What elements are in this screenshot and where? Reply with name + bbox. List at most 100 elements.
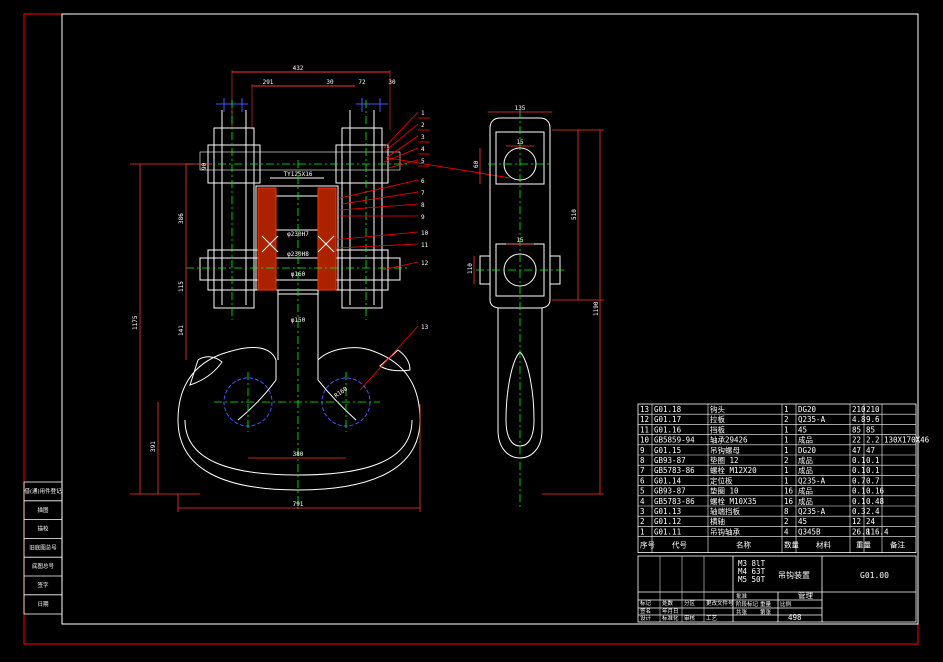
bom-weight-unit: 0.7 (852, 476, 866, 485)
bom-weight-total: 0.1 (866, 466, 880, 475)
bom-code: G01.17 (654, 415, 681, 424)
title-block-label-3: 更改文件号 (706, 599, 734, 607)
title-block-label-7: 标准化 (662, 614, 679, 622)
bom-no: 3 (640, 507, 645, 516)
side-dim-inner1: 15 (516, 139, 524, 146)
balloon-5: 5 (421, 158, 425, 165)
bom-qty: 16 (784, 497, 794, 506)
bom-qty: 2 (784, 456, 789, 465)
bom-qty: 1 (784, 446, 789, 455)
balloon-11: 11 (421, 242, 429, 249)
side-panel-3: 旧底图总号 (29, 543, 57, 551)
bom-header-material: 材料 (816, 540, 831, 550)
balloon-2: 2 (421, 122, 425, 129)
bom-qty: 16 (784, 487, 794, 496)
bom-material: Q345B (798, 527, 821, 536)
bom-qty: 8 (784, 507, 789, 516)
bom-no: 6 (640, 476, 645, 485)
bom-no: 5 (640, 487, 645, 496)
title-block (637, 555, 917, 623)
bom-weight-total: 210 (866, 405, 880, 414)
title-block-label-1: 处数 (662, 599, 674, 607)
dim-left-small: 115 (178, 281, 185, 292)
bom-material: 成品 (798, 435, 813, 445)
bom-name: 拉板 (710, 414, 725, 424)
balloon-13: 13 (421, 324, 429, 331)
balloon-4: 4 (421, 146, 425, 153)
bom-name: 轴承29426 (710, 435, 748, 445)
bom-weight-unit: 12 (852, 517, 861, 526)
bom-weight-unit: 210 (852, 405, 866, 414)
bom-table (637, 403, 917, 554)
bom-no: 7 (640, 466, 645, 475)
bom-weight-total: 0.7 (866, 476, 880, 485)
bom-weight-unit: 0.1 (852, 497, 866, 506)
bom-material: 成品 (798, 455, 813, 465)
side-panel-1: 描图 (37, 506, 49, 514)
bom-weight-total: 2.4 (866, 507, 880, 516)
bom-no: 9 (640, 446, 645, 455)
balloon-6: 6 (421, 178, 425, 185)
title-block-label-9: 工艺 (706, 615, 718, 622)
bom-weight-total: 0.48 (866, 497, 885, 506)
bom-header-qty: 数量 (784, 540, 799, 550)
bom-name: 定位板 (710, 475, 733, 485)
bom-material: DG20 (798, 446, 817, 455)
bom-weight-unit: 85 (852, 425, 861, 434)
bom-name: 垫圈 10 (710, 486, 739, 496)
bom-name: 垫圈 12 (710, 455, 739, 465)
side-panel-4: 底图总号 (32, 562, 55, 570)
bom-name: 轴端挡板 (710, 506, 740, 516)
bom-code: GB5859-94 (654, 436, 695, 445)
bom-code: G01.13 (654, 507, 681, 516)
side-dim-right1: 510 (571, 209, 578, 220)
bom-code: G01.12 (654, 517, 681, 526)
bom-code: GB5783-86 (654, 466, 695, 475)
title-block-label-6: 设计 (640, 614, 652, 622)
bom-header-code: 代号 (672, 540, 687, 550)
balloon-1: 1 (421, 110, 425, 117)
title-block-label-0: 标记 (640, 599, 652, 607)
side-panel-0: 借(通)用件登记 (24, 487, 62, 495)
load-option-0: M3 8lT (738, 559, 766, 568)
dim-left-hook: 391 (150, 441, 157, 452)
bom-name: 螺栓 M10X35 (710, 496, 757, 506)
bom-material: DG20 (798, 405, 817, 414)
bom-code: G01.15 (654, 446, 681, 455)
bom-material: Q235-A (798, 476, 826, 485)
bom-code: G01.16 (654, 425, 682, 434)
bom-name: 螺栓 M12X20 (710, 465, 757, 475)
title-block-label-10: 批准 (736, 592, 748, 600)
side-dim-top: 135 (515, 105, 526, 112)
bom-name: 吊钩螺母 (710, 445, 740, 455)
side-panel-6: 日期 (37, 601, 49, 608)
balloon-9: 9 (421, 214, 425, 221)
bom-weight-total: 47 (866, 446, 875, 455)
side-panel-5: 签字 (37, 581, 49, 589)
title-block-label-8: 审核 (684, 614, 696, 622)
dim-bottom: 791 (293, 501, 304, 508)
bom-weight-total: 85 (866, 425, 875, 434)
title-block-label-14: 共张 (736, 608, 748, 616)
bom-no: 1 (640, 527, 645, 536)
dim-left-low: 141 (178, 325, 185, 336)
bom-no: 8 (640, 456, 645, 465)
bom-weight-unit: 0.1 (852, 466, 866, 475)
side-dim-h2: 110 (467, 263, 474, 274)
bom-code: GB93-87 (654, 456, 686, 465)
drawing-weight: 498 (788, 613, 802, 622)
balloon-leaders (331, 111, 511, 391)
bom-no: 10 (640, 436, 650, 445)
dim-top-left: 291 (263, 79, 274, 86)
bom-weight-unit: 0.3 (852, 507, 866, 516)
bom-qty: 2 (784, 415, 789, 424)
bom-material: 45 (798, 425, 807, 434)
title-block-label-11: 阶段标记 (736, 600, 759, 608)
title-block-label-4: 签名 (640, 607, 651, 615)
title-block-label-5: 年月日 (662, 607, 679, 615)
side-dim-right2: 1190 (593, 301, 600, 316)
drawing-number: G01.00 (860, 571, 889, 580)
side-dim-inner2: 15 (516, 237, 524, 244)
bom-weight-total: 9.6 (866, 415, 880, 424)
